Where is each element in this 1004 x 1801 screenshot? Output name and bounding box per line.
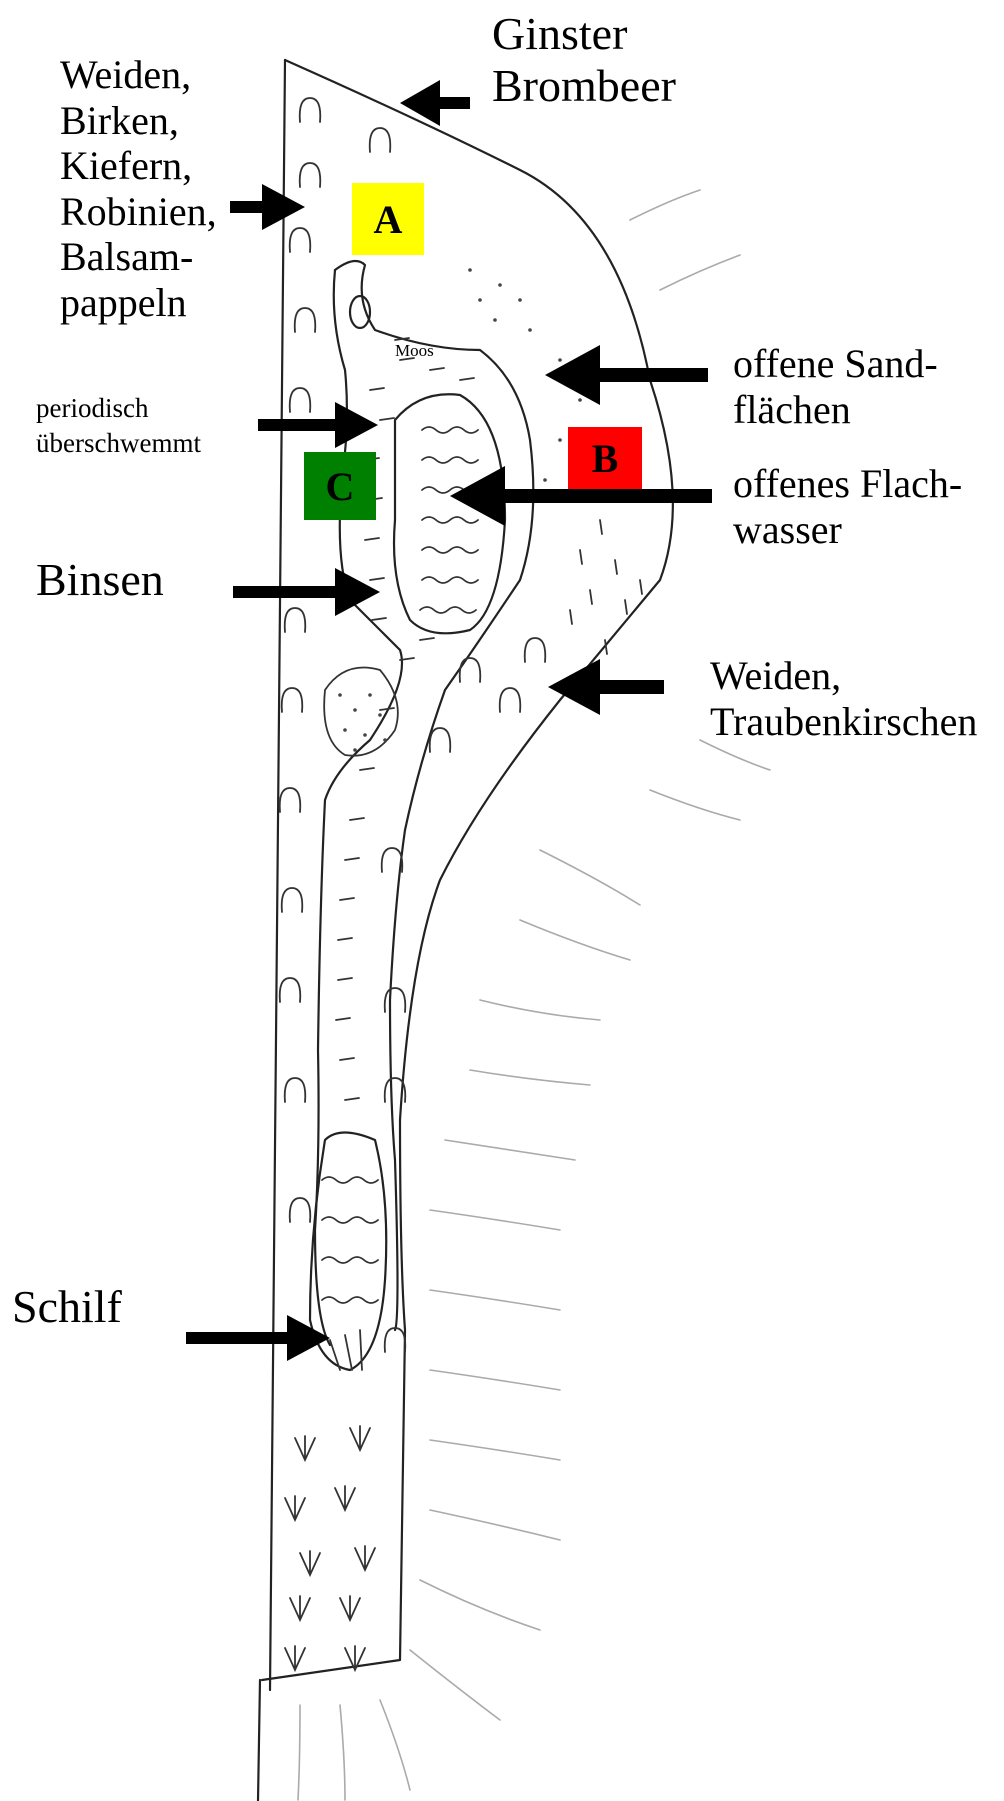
zone-c-badge: C bbox=[304, 452, 376, 520]
zone-a-badge: A bbox=[352, 183, 424, 255]
hatching-group bbox=[298, 190, 770, 1800]
zone-b-badge: B bbox=[568, 427, 642, 489]
tree-symbols bbox=[280, 98, 546, 1352]
reed-symbols bbox=[285, 1330, 375, 1670]
outline-group bbox=[258, 60, 673, 1801]
black-arrow-icon bbox=[258, 402, 378, 448]
arrows bbox=[186, 80, 712, 1361]
black-arrow-icon bbox=[548, 659, 664, 715]
black-arrow-icon bbox=[186, 1315, 330, 1361]
black-arrow-icon bbox=[400, 80, 470, 126]
label-schilf: Schilf bbox=[12, 1281, 122, 1333]
black-arrow-icon bbox=[230, 184, 305, 230]
label-weiden-trauben: Weiden, Traubenkirschen bbox=[710, 653, 977, 744]
label-ginster-brombeer: Ginster Brombeer bbox=[492, 8, 676, 113]
label-moos: Moos bbox=[395, 341, 434, 360]
label-offenes-flach: offenes Flach- wasser bbox=[733, 461, 962, 552]
label-periodisch: periodisch überschwemmt bbox=[36, 391, 201, 461]
label-weiden-birken: Weiden, Birken, Kiefern, Robinien, Balsa… bbox=[60, 52, 217, 326]
label-offene-sand: offene Sand- flächen bbox=[733, 341, 938, 432]
label-binsen: Binsen bbox=[36, 554, 164, 606]
sand-dots bbox=[338, 268, 602, 752]
black-arrow-icon bbox=[545, 345, 708, 405]
